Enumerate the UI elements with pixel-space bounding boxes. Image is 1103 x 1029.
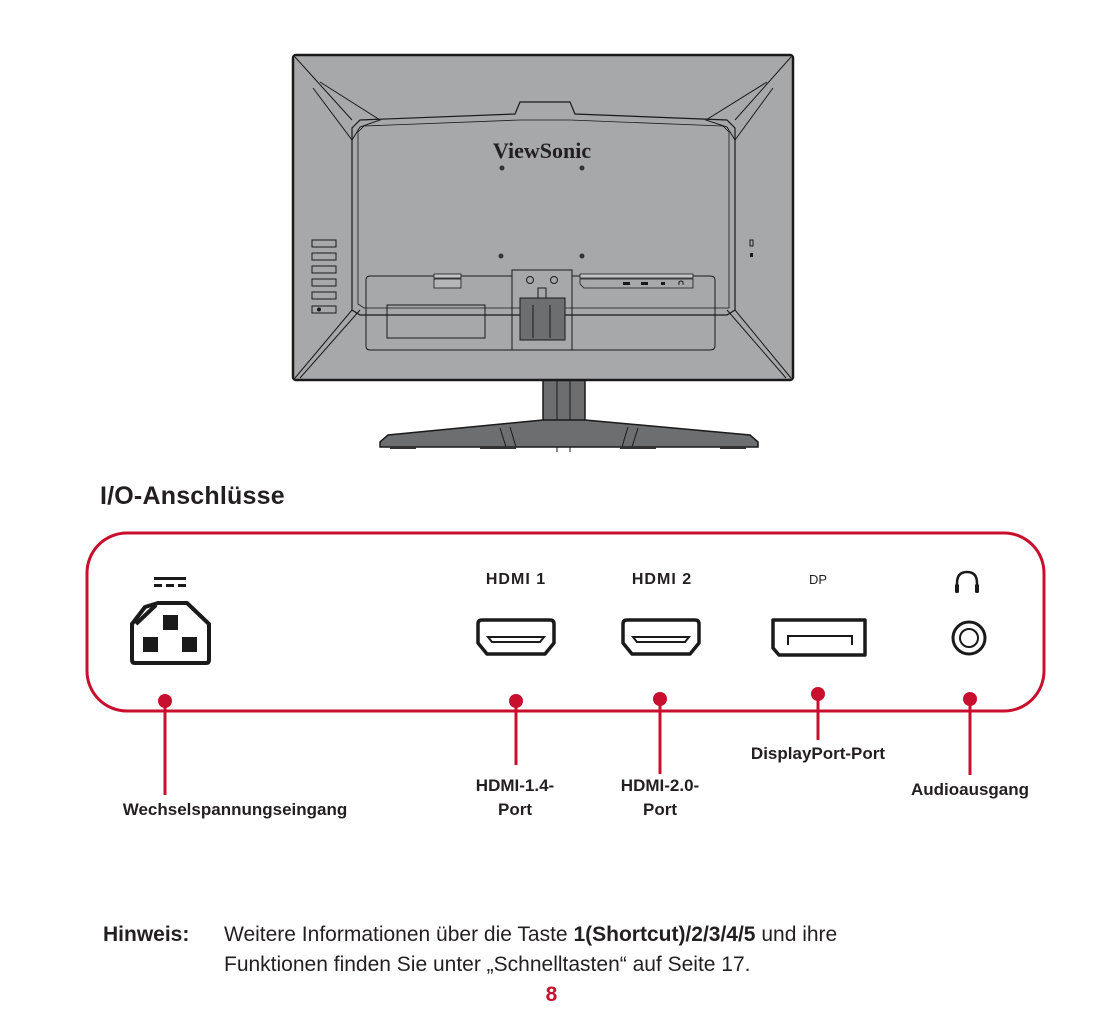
caption-hdmi-1-line1: HDMI-1.4- — [475, 776, 555, 795]
note-buttons: 1(Shortcut)/2/3/4/5 — [573, 923, 756, 946]
callout-dp — [811, 687, 825, 740]
headphone-icon — [955, 570, 979, 593]
ac-power-inlet-icon — [130, 577, 211, 665]
monitor-body: ViewSonic — [291, 53, 795, 382]
hdmi-2-top-label: HDMI 2 — [631, 571, 693, 588]
caption-hdmi-1: HDMI-1.4- Port — [465, 774, 565, 822]
callout-audio — [963, 692, 977, 775]
displayport-icon — [771, 618, 867, 657]
io-panel-frame — [85, 531, 1046, 713]
callout-ac-in — [158, 694, 172, 795]
note-text-post: und ihre — [755, 923, 838, 946]
hdmi-1-top-label: HDMI 1 — [485, 571, 547, 588]
callout-hdmi2 — [653, 692, 667, 774]
brand-logo: ViewSonic — [493, 138, 591, 163]
audio-jack-icon — [951, 620, 987, 656]
caption-audio-out-line1: Audioausgang — [910, 780, 1030, 799]
caption-displayport-line1: DisplayPort-Port — [750, 744, 886, 763]
caption-audio-out: Audioausgang — [900, 778, 1040, 802]
caption-hdmi-1-line2: Port — [498, 800, 532, 819]
note: Hinweis: Weitere Informationen über die T… — [103, 920, 837, 980]
caption-hdmi-2: HDMI-2.0- Port — [610, 774, 710, 822]
section-title: I/O-Anschlüsse — [100, 482, 285, 510]
page-number: 8 — [545, 983, 558, 1006]
dp-top-label: DP — [808, 572, 828, 587]
side-control-buttons — [311, 239, 337, 314]
caption-displayport: DisplayPort-Port — [728, 742, 908, 766]
note-keyword: Hinweis: — [103, 923, 190, 946]
hdmi-1-port-icon — [476, 618, 556, 656]
monitor-rear-illustration: ViewSonic — [291, 53, 795, 452]
caption-ac-input: Wechselspannungseingang — [95, 798, 375, 822]
caption-hdmi-2-line1: HDMI-2.0- — [620, 776, 700, 795]
caption-ac-input-line1: Wechselspannungseingang — [122, 800, 348, 819]
callout-hdmi1 — [509, 694, 523, 765]
hdmi-2-port-icon — [621, 618, 701, 656]
note-line-2: Funktionen finden Sie unter „Schnelltast… — [224, 953, 751, 976]
note-text-pre: Weitere Informationen über die Taste — [224, 923, 574, 946]
caption-hdmi-2-line2: Port — [643, 800, 677, 819]
